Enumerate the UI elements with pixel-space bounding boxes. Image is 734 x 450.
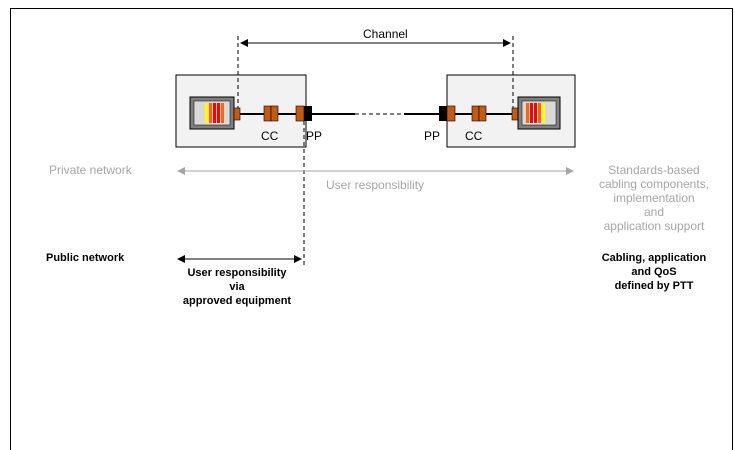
standards-line-3: implementation bbox=[613, 191, 695, 205]
standards-line-1: Standards-based bbox=[608, 163, 700, 177]
left-cc-connector-icon bbox=[263, 105, 279, 122]
cc-right-label: CC bbox=[465, 129, 483, 143]
user-responsibility-public-label: User responsibility via approved equipme… bbox=[166, 266, 308, 308]
right-pp-plug-icon bbox=[439, 105, 456, 122]
ptt-defined-label: Cabling, application and QoS defined by … bbox=[584, 251, 724, 293]
diagram-frame bbox=[10, 8, 733, 450]
standards-line-2: cabling components, bbox=[598, 177, 710, 191]
pp-right-label: PP bbox=[424, 129, 441, 143]
right-cc-connector-icon bbox=[471, 105, 487, 122]
left-pp-plug-icon bbox=[295, 105, 312, 122]
ptt-line-1: Cabling, application bbox=[601, 252, 707, 264]
user-responsibility-private-label: User responsibility bbox=[326, 178, 425, 192]
left-wall-jack-icon bbox=[189, 96, 235, 130]
standards-line-4: and bbox=[643, 205, 665, 219]
public-network-label: Public network bbox=[46, 252, 125, 264]
pp-left-label: PP bbox=[306, 129, 323, 143]
right-wall-jack-icon bbox=[517, 96, 561, 130]
right-jack-connector bbox=[511, 107, 519, 121]
standards-based-label: Standards-based cabling components, impl… bbox=[584, 163, 724, 233]
ptt-line-3: defined by PTT bbox=[614, 280, 694, 292]
public-resp-line-1: User responsibility bbox=[187, 267, 287, 279]
standards-line-5: application support bbox=[603, 219, 705, 233]
public-resp-line-2: via bbox=[229, 281, 245, 293]
cc-left-label: CC bbox=[261, 129, 279, 143]
left-jack-connector bbox=[233, 107, 241, 121]
ptt-line-2: and QoS bbox=[631, 266, 677, 278]
private-network-label: Private network bbox=[49, 163, 132, 177]
public-resp-line-3: approved equipment bbox=[182, 295, 292, 307]
channel-label: Channel bbox=[363, 27, 408, 41]
